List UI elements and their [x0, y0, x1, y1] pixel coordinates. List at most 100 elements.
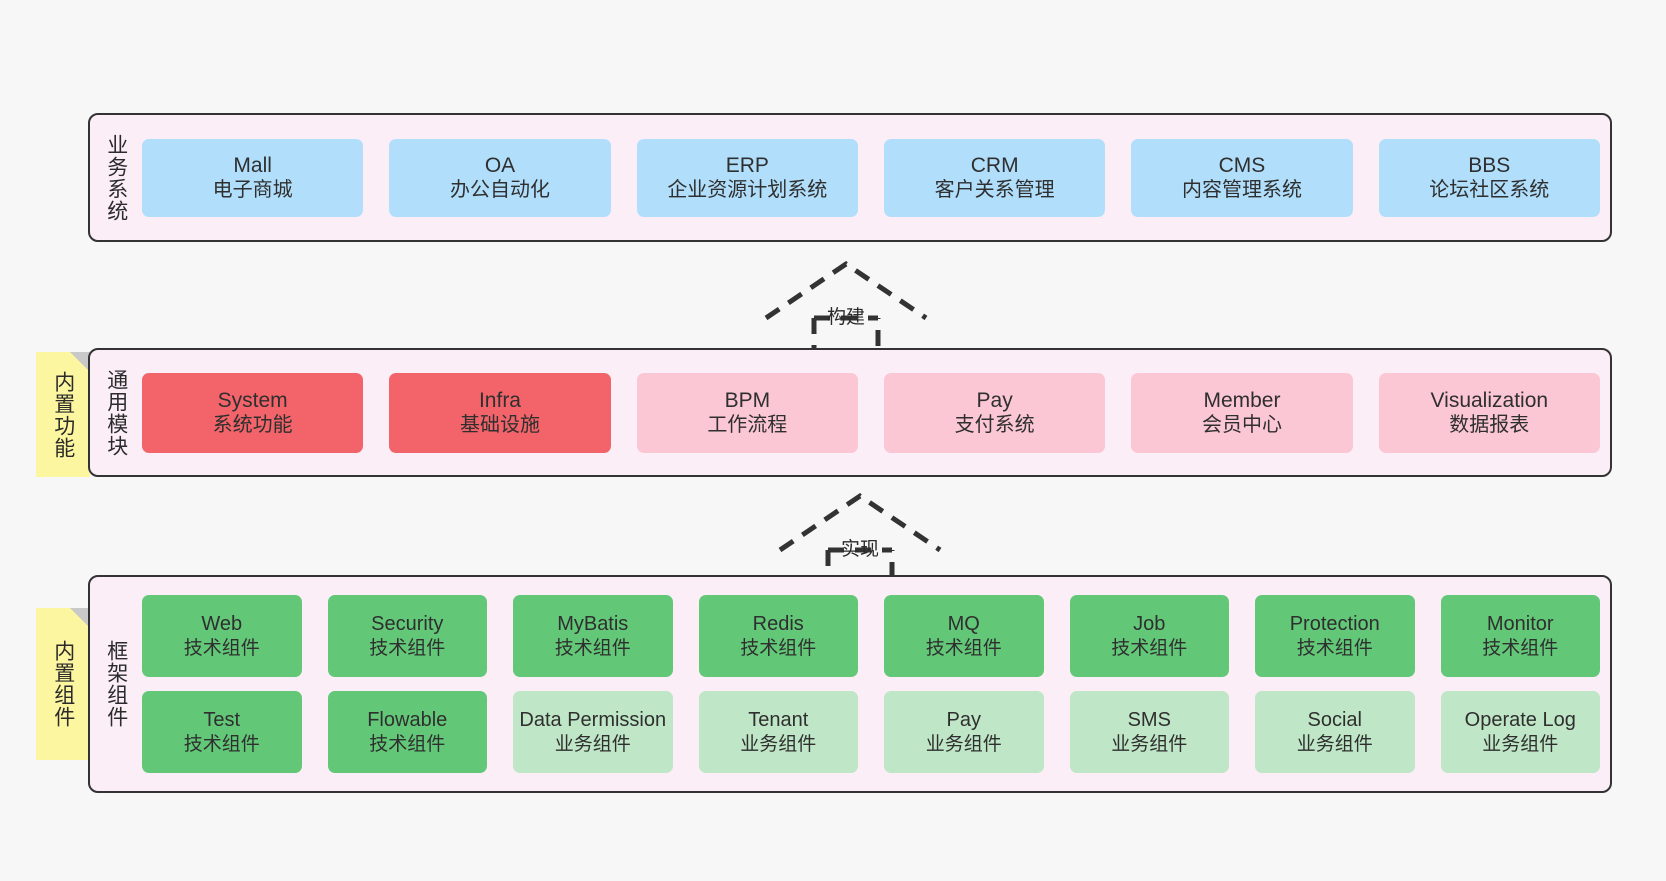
node-job-title: Job — [1133, 613, 1166, 636]
common-module-node-row: System 系统功能 Infra 基础设施 BPM 工作流程 Pay 支付系统… — [142, 372, 1600, 453]
node-infra-subtitle: 基础设施 — [459, 414, 540, 437]
node-pay-module[interactable]: Pay 支付系统 — [883, 372, 1106, 453]
node-tenant-title: Tenant — [748, 709, 809, 732]
framework-component-row-1: Web 技术组件 Security 技术组件 MyBatis 技术组件 Redi… — [142, 595, 1600, 677]
node-sms-title: SMS — [1127, 709, 1171, 732]
layer-framework-component: 框架组件 Web 技术组件 Security 技术组件 MyBatis 技术组件… — [88, 575, 1612, 793]
node-redis-title: Redis — [752, 613, 804, 636]
node-protection-title: Protection — [1289, 613, 1380, 636]
node-test-subtitle: 技术组件 — [183, 733, 260, 755]
node-operate-log-subtitle: 业务组件 — [1482, 733, 1559, 755]
node-test[interactable]: Test 技术组件 — [142, 691, 302, 773]
layer-title-framework-component: 框架组件 — [104, 640, 128, 728]
framework-component-row-2: Test 技术组件 Flowable 技术组件 Data Permission … — [142, 691, 1600, 773]
node-crm-title: CRM — [970, 153, 1019, 177]
node-data-permission-subtitle: 业务组件 — [554, 733, 631, 755]
node-crm[interactable]: CRM 客户关系管理 — [883, 138, 1106, 217]
connector-build: 构建 — [756, 258, 936, 358]
node-tenant[interactable]: Tenant 业务组件 — [698, 691, 858, 773]
node-job-subtitle: 技术组件 — [1111, 637, 1188, 659]
node-mybatis-subtitle: 技术组件 — [554, 637, 631, 659]
node-bbs-subtitle: 论坛社区系统 — [1429, 179, 1550, 202]
node-pay-component[interactable]: Pay 业务组件 — [884, 691, 1044, 773]
node-sms[interactable]: SMS 业务组件 — [1069, 691, 1229, 773]
node-oa-subtitle: 办公自动化 — [449, 179, 550, 202]
node-social-subtitle: 业务组件 — [1296, 733, 1373, 755]
node-web[interactable]: Web 技术组件 — [142, 595, 302, 677]
node-mall[interactable]: Mall 电子商城 — [142, 138, 364, 217]
node-test-title: Test — [203, 709, 241, 732]
node-mq-title: MQ — [947, 613, 980, 636]
node-system-subtitle: 系统功能 — [212, 414, 293, 437]
node-infra-title: Infra — [478, 388, 521, 412]
note-builtin-functions-label: 内置功能 — [51, 370, 75, 459]
node-sms-subtitle: 业务组件 — [1111, 733, 1188, 755]
node-pay-component-title: Pay — [946, 709, 981, 732]
note-fold-corner-icon — [70, 608, 90, 628]
node-redis[interactable]: Redis 技术组件 — [698, 595, 858, 677]
node-data-permission-title: Data Permission — [519, 709, 667, 732]
node-member[interactable]: Member 会员中心 — [1131, 372, 1353, 453]
layer-title-common-module: 通用模块 — [104, 368, 128, 457]
node-visualization[interactable]: Visualization 数据报表 — [1378, 372, 1600, 453]
layer-business-system: 业务系统 Mall 电子商城 OA 办公自动化 ERP 企业资源计划系统 CRM — [88, 113, 1612, 242]
node-pay-component-subtitle: 业务组件 — [925, 733, 1002, 755]
node-member-subtitle: 会员中心 — [1201, 414, 1282, 437]
layer-body-common-module: System 系统功能 Infra 基础设施 BPM 工作流程 Pay 支付系统… — [142, 350, 1610, 475]
node-member-title: Member — [1203, 388, 1281, 412]
node-mall-title: Mall — [233, 153, 272, 177]
node-crm-subtitle: 客户关系管理 — [934, 179, 1055, 202]
node-data-permission[interactable]: Data Permission 业务组件 — [513, 691, 673, 773]
layer-body-business-system: Mall 电子商城 OA 办公自动化 ERP 企业资源计划系统 CRM 客户关系… — [142, 115, 1610, 240]
node-pay-module-subtitle: 支付系统 — [954, 414, 1035, 437]
business-system-node-row: Mall 电子商城 OA 办公自动化 ERP 企业资源计划系统 CRM 客户关系… — [142, 138, 1600, 217]
node-protection[interactable]: Protection 技术组件 — [1255, 595, 1415, 677]
node-operate-log[interactable]: Operate Log 业务组件 — [1440, 691, 1600, 773]
node-web-title: Web — [201, 613, 243, 636]
node-bpm-subtitle: 工作流程 — [707, 414, 788, 437]
node-monitor-subtitle: 技术组件 — [1482, 637, 1559, 659]
node-cms[interactable]: CMS 内容管理系统 — [1131, 138, 1353, 217]
node-security[interactable]: Security 技术组件 — [327, 595, 487, 677]
node-protection-subtitle: 技术组件 — [1296, 637, 1373, 659]
node-mq[interactable]: MQ 技术组件 — [884, 595, 1044, 677]
node-cms-subtitle: 内容管理系统 — [1181, 179, 1302, 202]
node-flowable-subtitle: 技术组件 — [369, 733, 446, 755]
node-pay-module-title: Pay — [976, 388, 1013, 412]
node-security-subtitle: 技术组件 — [369, 637, 446, 659]
node-mybatis[interactable]: MyBatis 技术组件 — [513, 595, 673, 677]
node-erp-title: ERP — [725, 153, 769, 177]
node-cms-title: CMS — [1218, 153, 1266, 177]
node-job[interactable]: Job 技术组件 — [1069, 595, 1229, 677]
node-erp-subtitle: 企业资源计划系统 — [667, 179, 828, 202]
node-system[interactable]: System 系统功能 — [142, 372, 364, 453]
layer-body-framework-component: Web 技术组件 Security 技术组件 MyBatis 技术组件 Redi… — [142, 577, 1610, 791]
layer-common-module: 通用模块 System 系统功能 Infra 基础设施 BPM 工作流程 Pay — [88, 348, 1612, 477]
node-monitor[interactable]: Monitor 技术组件 — [1440, 595, 1600, 677]
node-tenant-subtitle: 业务组件 — [740, 733, 817, 755]
node-social-title: Social — [1307, 709, 1362, 732]
note-builtin-components-label: 内置组件 — [51, 640, 75, 728]
node-system-title: System — [217, 388, 288, 412]
node-bbs[interactable]: BBS 论坛社区系统 — [1378, 138, 1600, 217]
node-mq-subtitle: 技术组件 — [925, 637, 1002, 659]
node-flowable[interactable]: Flowable 技术组件 — [327, 691, 487, 773]
node-infra[interactable]: Infra 基础设施 — [389, 372, 611, 453]
node-redis-subtitle: 技术组件 — [740, 637, 817, 659]
layer-title-business-system: 业务系统 — [104, 133, 128, 222]
node-social[interactable]: Social 业务组件 — [1255, 691, 1415, 773]
node-bpm[interactable]: BPM 工作流程 — [636, 372, 858, 453]
node-mybatis-title: MyBatis — [557, 613, 629, 636]
node-oa-title: OA — [484, 153, 516, 177]
node-security-title: Security — [371, 613, 444, 636]
node-visualization-title: Visualization — [1430, 388, 1549, 412]
node-monitor-title: Monitor — [1486, 613, 1554, 636]
node-bpm-title: BPM — [724, 388, 771, 412]
node-bbs-title: BBS — [1468, 153, 1511, 177]
note-fold-corner-icon — [70, 352, 90, 372]
node-mall-subtitle: 电子商城 — [212, 179, 293, 202]
node-erp[interactable]: ERP 企业资源计划系统 — [636, 138, 858, 217]
node-flowable-title: Flowable — [367, 709, 448, 732]
node-oa[interactable]: OA 办公自动化 — [389, 138, 611, 217]
